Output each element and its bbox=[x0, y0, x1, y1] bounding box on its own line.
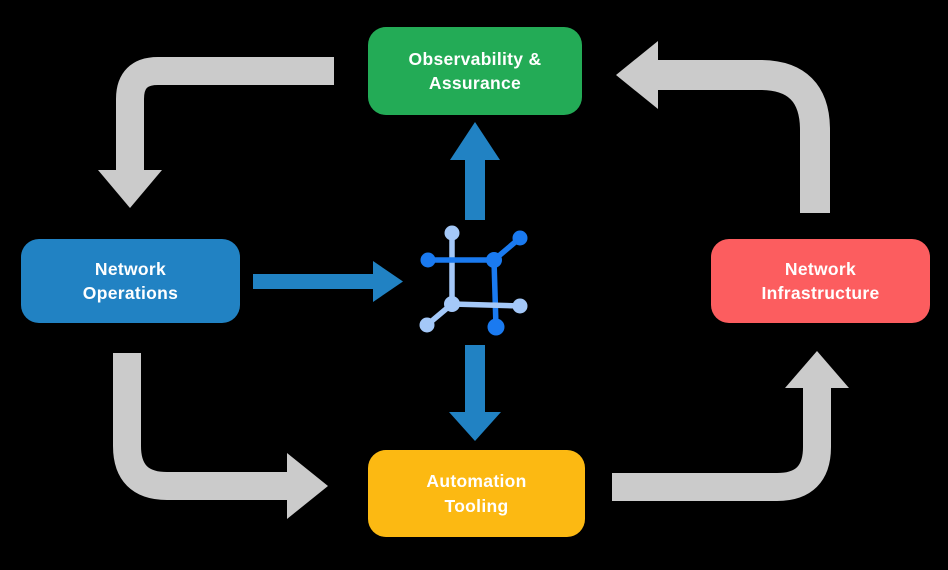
node-automation-tooling: Automation Tooling bbox=[368, 450, 585, 537]
cycle-arrow-operations-to-automation bbox=[113, 353, 328, 519]
flow-arrow-center-to-observability bbox=[450, 122, 500, 220]
flow-arrow-operations-to-center bbox=[253, 261, 403, 302]
flow-arrow-center-to-automation bbox=[449, 345, 501, 441]
cycle-arrow-infrastructure-to-observability bbox=[616, 41, 830, 213]
node-observability: Observability & Assurance bbox=[368, 27, 582, 115]
node-observability-label: Observability & Assurance bbox=[408, 48, 542, 94]
node-network-operations-label: Network Operations bbox=[82, 258, 179, 304]
node-network-infrastructure: Network Infrastructure bbox=[711, 239, 930, 323]
cycle-arrow-automation-to-infrastructure bbox=[612, 351, 849, 501]
node-network-operations: Network Operations bbox=[21, 239, 240, 323]
cycle-arrow-observability-to-operations bbox=[98, 57, 334, 208]
node-network-infrastructure-label: Network Infrastructure bbox=[761, 258, 880, 304]
network-automation-icon bbox=[419, 225, 528, 336]
node-automation-tooling-label: Automation Tooling bbox=[426, 471, 527, 516]
